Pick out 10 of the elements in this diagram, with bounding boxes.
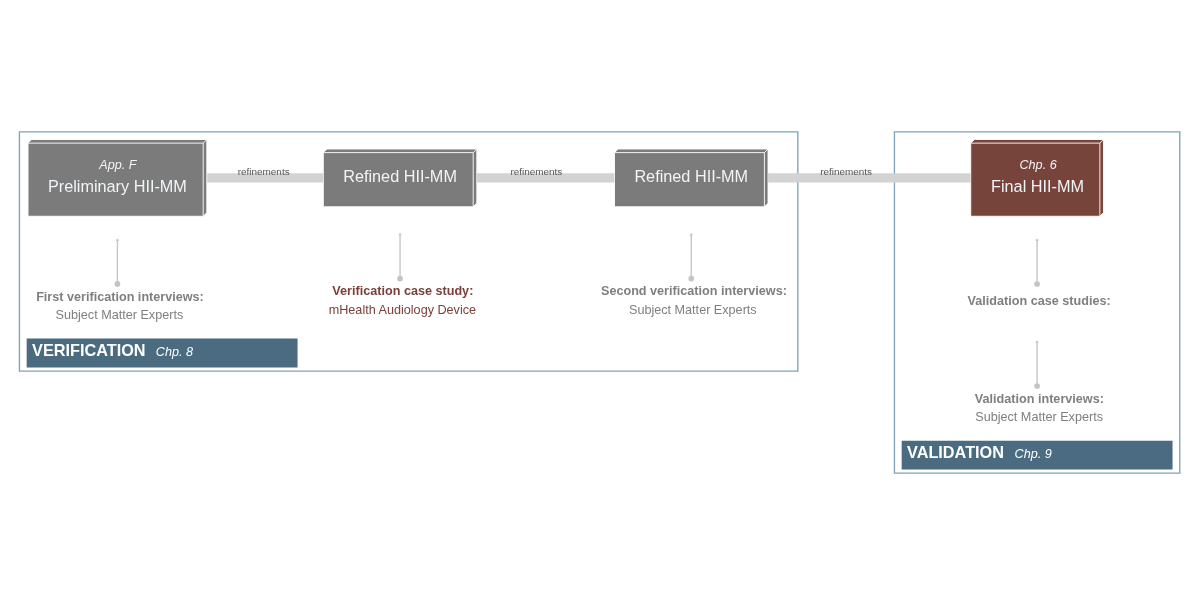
node-text: Second verification interviews: Subject Matter Experts — [600, 284, 787, 317]
node-text: Validation interviews: Subject Matter Experts — [974, 391, 1104, 424]
edge-label: refinements — [820, 166, 873, 177]
edge-label: refinements — [510, 166, 563, 177]
node-label: Chp. 9 — [1014, 446, 1052, 461]
node-text: Validation case studies: — [967, 294, 1111, 309]
node-label: Chp. 8 — [155, 344, 193, 359]
edge-label: refinements — [237, 166, 290, 177]
node-text: Verification case study: mHealth Audiology Device — [328, 284, 477, 317]
node-text: First verification interviews: Subject Matter Experts — [36, 289, 204, 322]
